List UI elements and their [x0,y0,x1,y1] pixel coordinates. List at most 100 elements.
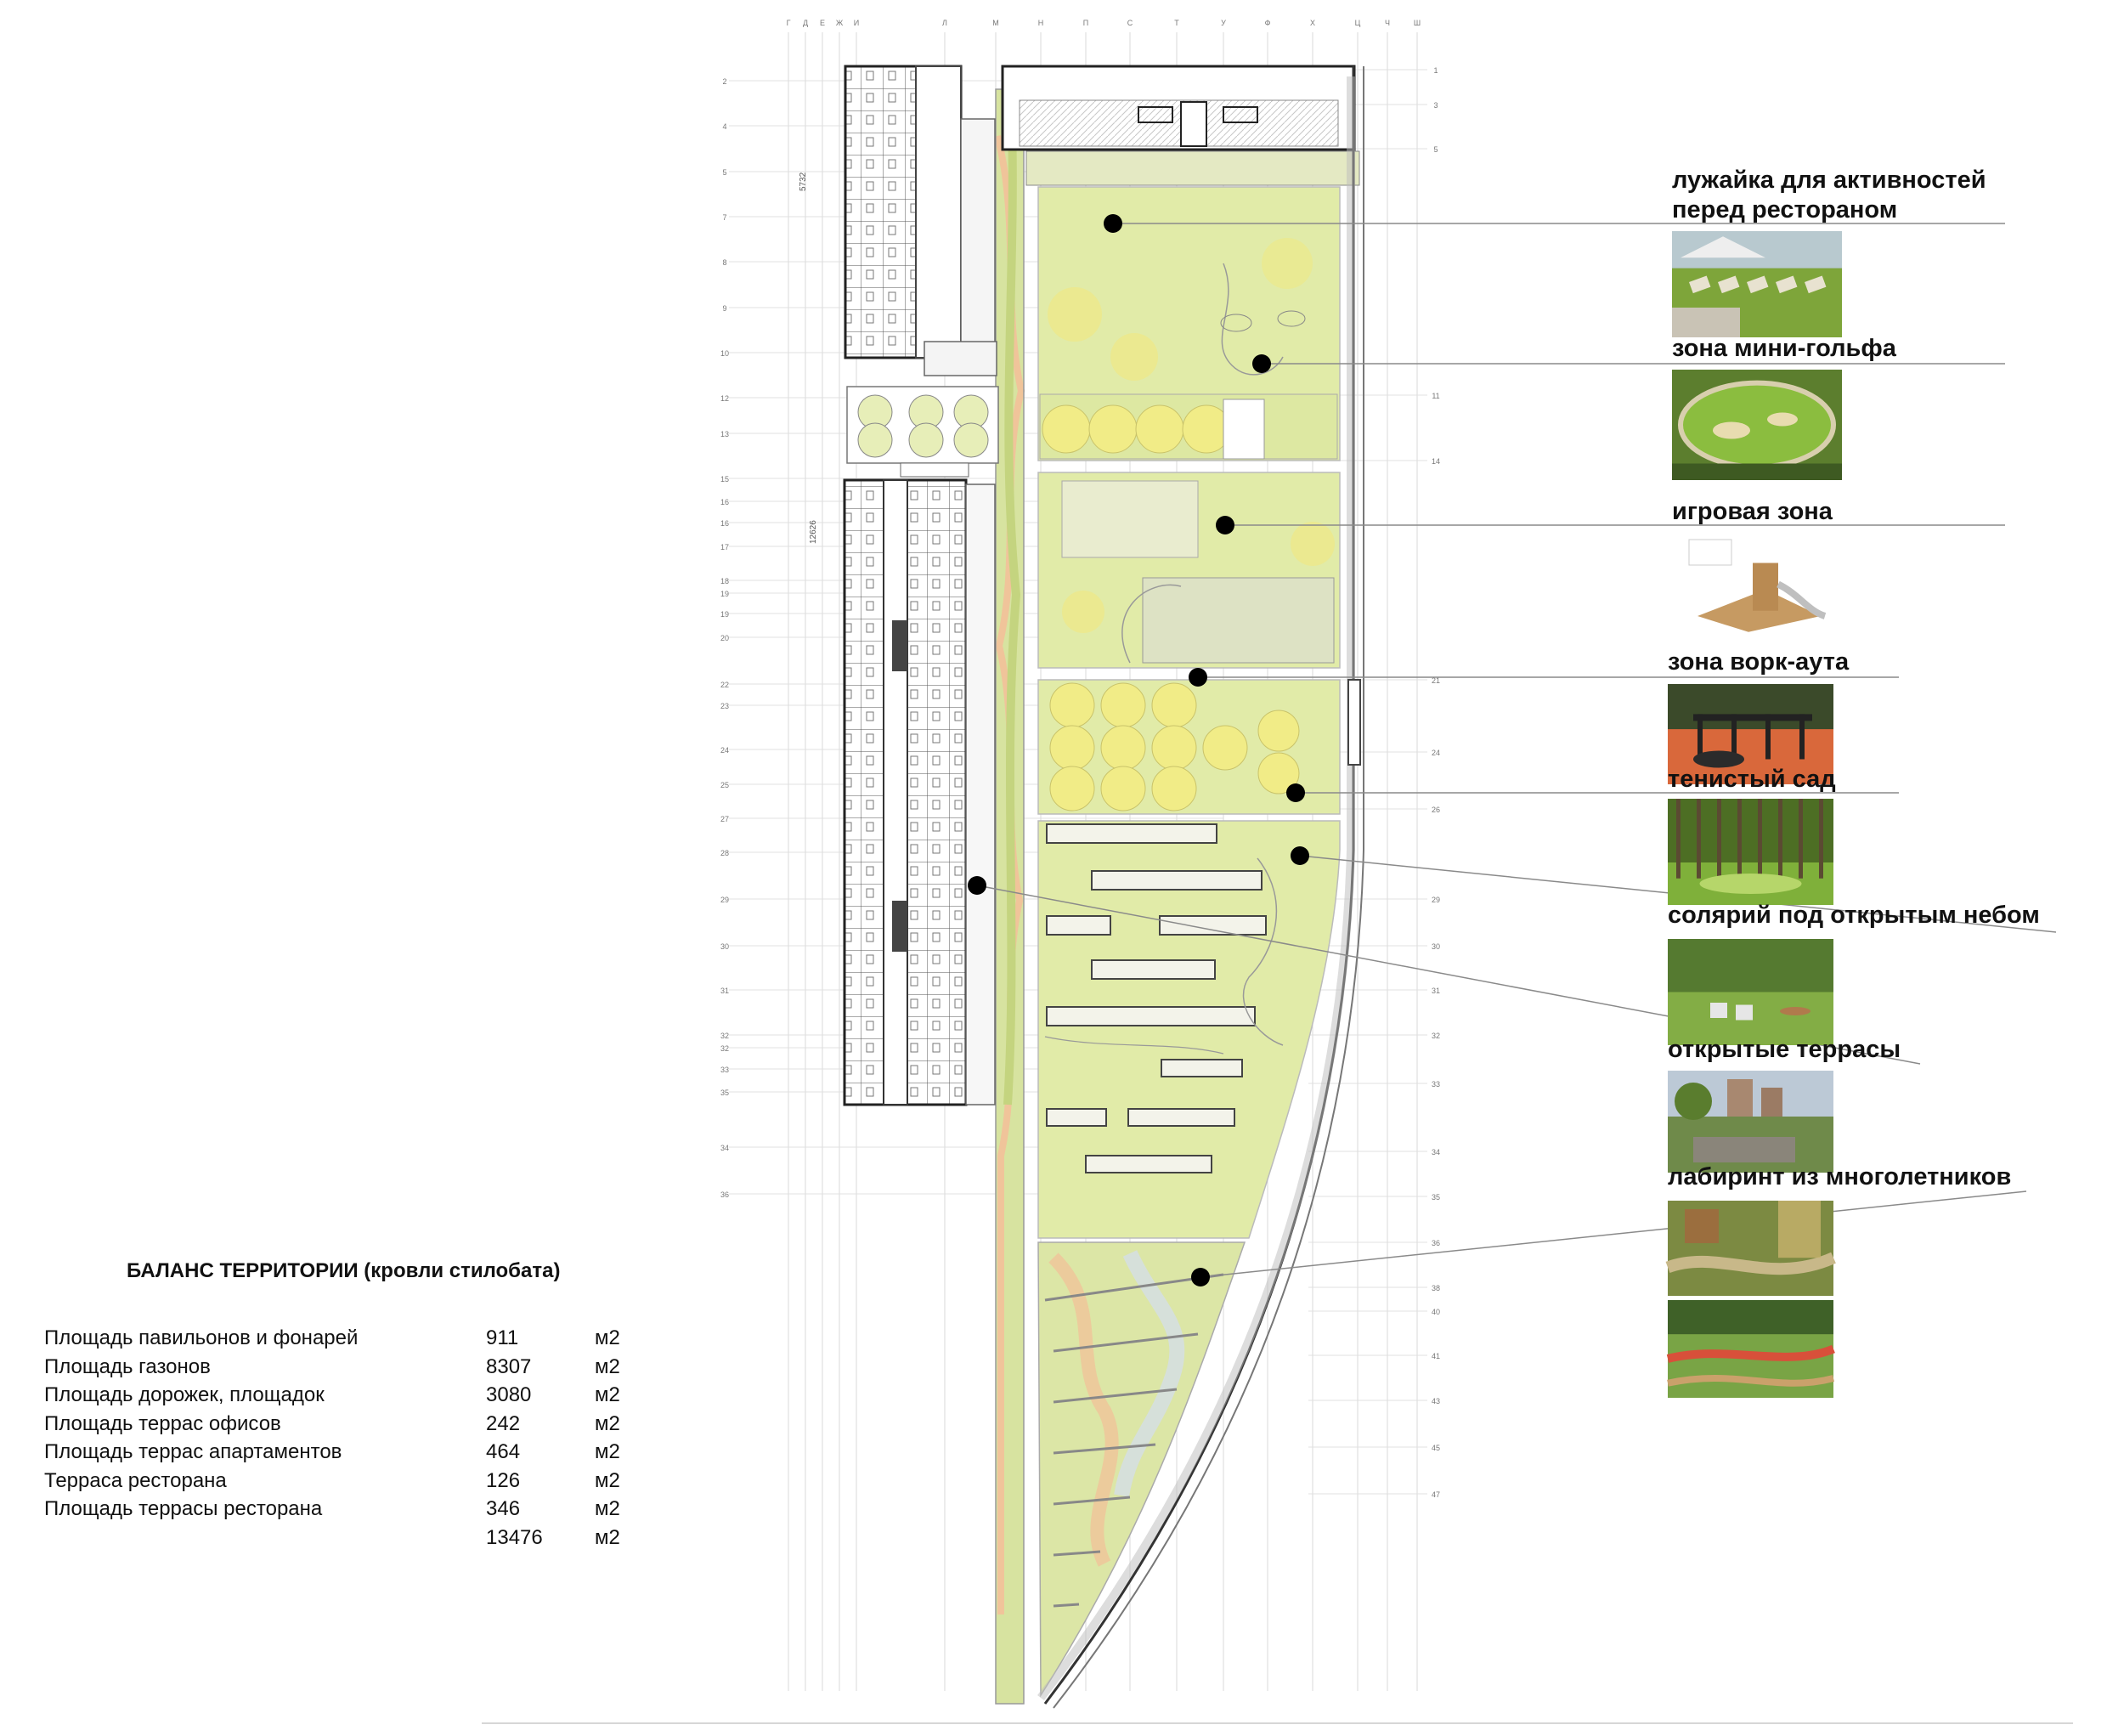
zone-photo-flower-beds-garden [1666,1300,1835,1398]
grid-row-label-right: 26 [1432,806,1440,814]
zone-marker-dot [1252,354,1271,373]
balance-row: Площадь газонов 8307 м2 [44,1354,656,1381]
zone-marker-dot [1191,1268,1210,1286]
grid-row-label-left: 9 [722,304,726,313]
balance-unit: м2 [595,1411,620,1435]
balance-title: БАЛАНС ТЕРРИТОРИИ (кровли стилобата) [127,1259,561,1282]
grid-row-label-left: 19 [720,610,729,619]
grid-row-label-left: 32 [720,1044,729,1053]
balance-unit: м2 [595,1468,620,1492]
grid-col-label: И [854,19,859,27]
grid-row-label-right: 5 [1433,145,1438,154]
grid-col-label: Ж [836,19,844,27]
zone-marker-dot [1291,846,1309,865]
dimension-label: 12626 [809,520,818,544]
grid-row-label-right: 38 [1432,1284,1440,1292]
balance-label: Площадь террасы ресторана [44,1497,323,1520]
grid-row-label-right: 32 [1432,1032,1440,1040]
balance-unit: м2 [595,1354,620,1378]
zone-photo-open-terrace [1668,1071,1833,1173]
grid-row-label-right: 35 [1432,1193,1440,1202]
grid-row-label-left: 15 [720,475,729,483]
grid-row-label-left: 7 [722,213,726,222]
grid-col-label: Ц [1355,19,1361,27]
grid-row-label-right: 41 [1432,1352,1440,1360]
grid-row-label-left: 17 [720,543,729,551]
balance-value: 464 [486,1440,521,1463]
balance-unit: м2 [595,1326,620,1349]
grid-row-label-right: 34 [1432,1148,1440,1156]
zone-marker-dot [1216,516,1234,534]
balance-label: Площадь газонов [44,1354,211,1378]
zone-photo-wooden-play-structure [1672,531,1842,637]
grid-col-label: Г [787,19,791,27]
planting-strip [994,88,1025,1705]
balance-label: Площадь дорожек, площадок [44,1383,325,1406]
balance-row: Площадь дорожек, площадок 3080 м2 [44,1382,656,1409]
zone-photo-perennial-maze [1665,1201,1836,1296]
grid-row-label-right: 31 [1432,987,1440,995]
zone-label: тенистый сад [1668,766,1836,793]
grid-row-label-right: 33 [1432,1080,1440,1089]
grid-col-label: Ч [1385,19,1390,27]
grid-row-label-right: 1 [1433,66,1438,75]
grid-col-label: Е [820,19,825,27]
balance-unit: м2 [595,1440,620,1463]
grid-row-label-right: 24 [1432,749,1440,757]
grid-row-label-left: 16 [720,519,729,528]
restaurant-pavilion [1001,65,1360,186]
grid-row-label-left: 23 [720,702,729,710]
grid-row-label-left: 27 [720,815,729,823]
grid-row-label-left: 10 [720,349,729,358]
zone-label: лужайка для активностей перед рестораном [1672,167,1986,223]
grid-col-label: М [992,19,999,27]
zone-label: лабиринт из многолетников [1668,1163,2012,1190]
grid-row-label-left: 36 [720,1190,729,1199]
balance-value: 3080 [486,1383,532,1406]
edge-walkway [1037,66,1364,1709]
grid-row-label-left: 29 [720,896,729,904]
grid-col-label: Х [1310,19,1315,27]
grid-row-label-left: 2 [722,77,726,86]
zone-label: зона ворк-аута [1668,648,1850,676]
grid-row-label-right: 11 [1432,392,1439,400]
courtyard-circles [846,386,999,478]
grid-col-label: Ш [1414,19,1421,27]
perennial-maze-plan [1037,1241,1246,1698]
balance-value: 242 [486,1411,521,1435]
balance-value: 126 [486,1468,521,1492]
grid-row-label-left: 12 [720,394,729,403]
balance-unit: м2 [595,1497,620,1520]
grid-row-label-left: 22 [720,681,729,689]
balance-value: 911 [486,1326,519,1349]
apartment-building-upper [844,65,997,376]
grid-row-label-left: 30 [720,942,729,951]
grid-col-label: С [1127,19,1133,27]
balance-value: 13476 [486,1525,543,1549]
grid-row-label-right: 43 [1432,1397,1440,1405]
balance-label: Площадь павильонов и фонарей [44,1326,359,1349]
balance-unit: м2 [595,1383,620,1406]
grid-row-label-right: 30 [1432,942,1440,951]
grid-row-label-left: 31 [720,987,729,995]
zone-photo-sunbathing-lawn [1668,939,1833,1045]
zone-marker-dot [1286,783,1305,802]
grid-row-label-left: 32 [720,1032,729,1040]
grid-col-label: П [1083,19,1088,27]
grid-row-label-right: 21 [1432,676,1440,685]
balance-value: 8307 [486,1354,532,1378]
grid-row-labels: 2457891012131516161718191920222324252728… [720,66,1440,1499]
zone-marker-dot [968,876,986,895]
grid-row-label-right: 29 [1432,896,1440,904]
zone-label: солярий под открытым небом [1668,902,2040,929]
grid-row-label-left: 5 [722,168,726,177]
grid-row-label-left: 20 [720,634,729,642]
grid-col-label: У [1221,19,1226,27]
